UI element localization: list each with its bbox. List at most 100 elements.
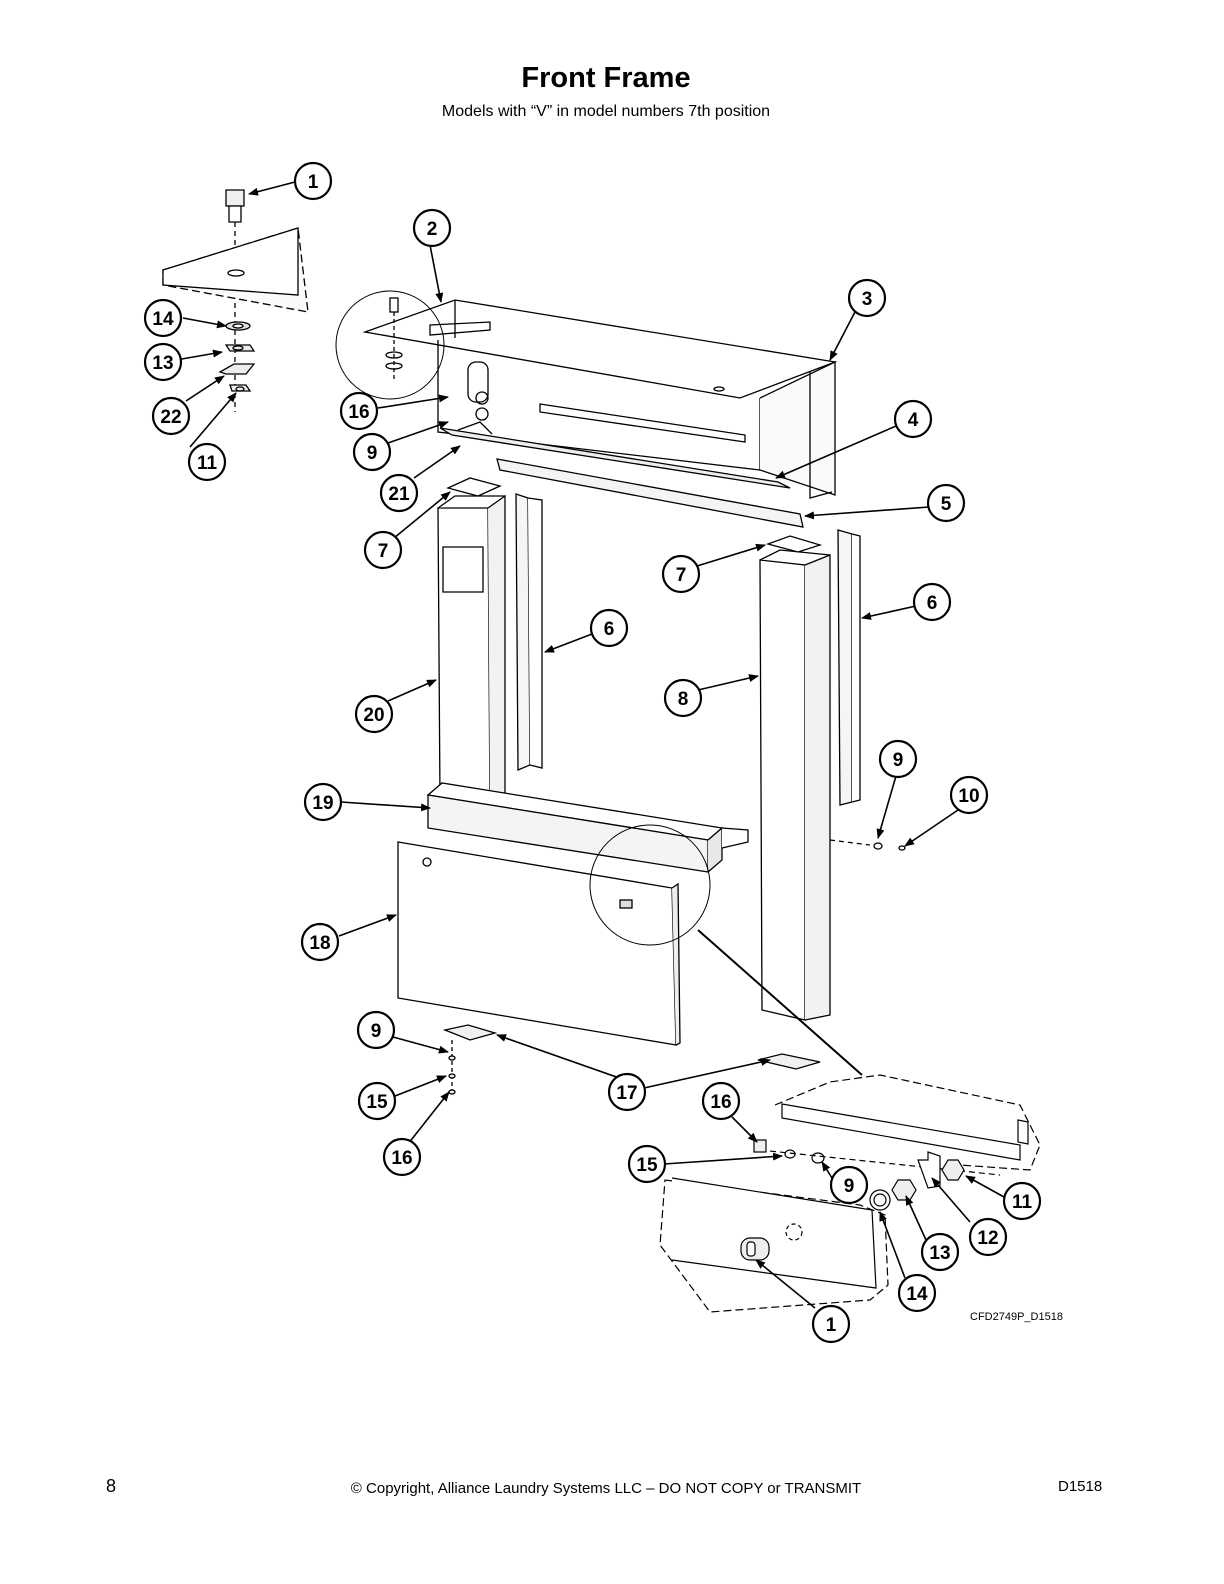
callout-c4: 4 bbox=[893, 399, 933, 439]
callout-number: 15 bbox=[366, 1092, 388, 1113]
callout-number: 21 bbox=[388, 484, 410, 505]
front-rail bbox=[496, 458, 804, 528]
callout-number: 7 bbox=[378, 541, 389, 562]
callout-balloon bbox=[847, 278, 887, 318]
callout-number: 9 bbox=[893, 750, 904, 771]
callout-balloon bbox=[363, 530, 403, 570]
front-panel bbox=[397, 824, 711, 1046]
callout-c18: 18 bbox=[300, 922, 340, 962]
callout-balloon bbox=[968, 1217, 1008, 1257]
callout-number: 1 bbox=[826, 1315, 837, 1336]
callout-balloon bbox=[303, 782, 343, 822]
bottom-brackets bbox=[442, 1024, 821, 1095]
callout-number: 16 bbox=[348, 402, 369, 423]
callout-number: 9 bbox=[844, 1176, 855, 1197]
callout-balloon bbox=[143, 298, 183, 338]
page-subtitle: Models with “V” in model numbers 7th pos… bbox=[441, 103, 771, 120]
callout-c7b: 7 bbox=[661, 554, 701, 594]
callout-balloon bbox=[607, 1072, 647, 1112]
callout-c17: 17 bbox=[607, 1072, 647, 1112]
callout-balloon bbox=[354, 694, 394, 734]
callout-c9d: 9 bbox=[829, 1165, 869, 1205]
callout-number: 6 bbox=[604, 619, 615, 640]
callout-number: 14 bbox=[906, 1284, 928, 1305]
copyright-notice: © Copyright, Alliance Laundry Systems LL… bbox=[350, 1480, 862, 1497]
callout-number: 3 bbox=[862, 289, 873, 310]
callout-c21: 21 bbox=[379, 473, 419, 513]
callout-balloon bbox=[412, 208, 452, 248]
callout-c13a: 13 bbox=[143, 342, 183, 382]
callout-balloon bbox=[926, 483, 966, 523]
callout-balloon bbox=[357, 1081, 397, 1121]
callout-c11b: 11 bbox=[1002, 1181, 1042, 1221]
callout-c14a: 14 bbox=[143, 298, 183, 338]
callout-c12: 12 bbox=[968, 1217, 1008, 1257]
callout-c9b: 9 bbox=[878, 739, 918, 779]
callout-number: 16 bbox=[710, 1092, 731, 1113]
callout-number: 9 bbox=[371, 1021, 382, 1042]
callout-layer: 1234566778999910111112131314141515161616… bbox=[143, 161, 1042, 1344]
callout-c10: 10 bbox=[949, 775, 989, 815]
callout-number: 5 bbox=[941, 494, 952, 515]
callout-c16b: 16 bbox=[701, 1081, 741, 1121]
callout-c13b: 13 bbox=[920, 1232, 960, 1272]
callout-c5: 5 bbox=[926, 483, 966, 523]
callout-balloon bbox=[293, 161, 333, 201]
lock-detail-bottom bbox=[659, 929, 1041, 1313]
left-column bbox=[437, 477, 543, 809]
callout-balloon bbox=[897, 1273, 937, 1313]
callout-number: 12 bbox=[977, 1228, 998, 1249]
callout-balloon bbox=[382, 1137, 422, 1177]
page-number: 8 bbox=[106, 1476, 117, 1496]
callout-number: 19 bbox=[312, 793, 333, 814]
callout-number: 11 bbox=[197, 453, 218, 474]
callout-number: 22 bbox=[160, 407, 181, 428]
callout-balloon bbox=[893, 399, 933, 439]
callout-c14b: 14 bbox=[897, 1273, 937, 1313]
callout-c22: 22 bbox=[151, 396, 191, 436]
callout-c11a: 11 bbox=[187, 442, 227, 482]
callout-number: 2 bbox=[427, 219, 438, 240]
callout-number: 11 bbox=[1012, 1192, 1033, 1213]
callout-c15a: 15 bbox=[357, 1081, 397, 1121]
top-panel-assembly bbox=[335, 290, 838, 499]
lock-detail-top bbox=[162, 189, 309, 412]
callout-number: 18 bbox=[309, 933, 330, 954]
callout-number: 9 bbox=[367, 443, 378, 464]
callout-balloon bbox=[143, 342, 183, 382]
page-title: Front Frame bbox=[521, 62, 691, 94]
callout-balloon bbox=[829, 1165, 869, 1205]
callout-c19: 19 bbox=[303, 782, 343, 822]
callout-balloon bbox=[300, 922, 340, 962]
callout-balloon bbox=[701, 1081, 741, 1121]
callout-balloon bbox=[920, 1232, 960, 1272]
callout-balloon bbox=[339, 391, 379, 431]
callout-balloon bbox=[912, 582, 952, 622]
callout-balloon bbox=[352, 432, 392, 472]
callout-number: 13 bbox=[152, 353, 173, 374]
callout-number: 8 bbox=[678, 689, 689, 710]
callout-balloon bbox=[151, 396, 191, 436]
callout-number: 17 bbox=[616, 1083, 637, 1104]
right-column bbox=[759, 529, 906, 1021]
callout-number: 14 bbox=[152, 309, 174, 330]
callout-number: 10 bbox=[958, 786, 979, 807]
callout-number: 4 bbox=[908, 410, 919, 431]
callout-number: 13 bbox=[929, 1243, 950, 1264]
lower-rail bbox=[426, 782, 749, 873]
callout-c8: 8 bbox=[663, 678, 703, 718]
callout-c16a: 16 bbox=[339, 391, 379, 431]
callout-c6b: 6 bbox=[912, 582, 952, 622]
callout-balloon bbox=[663, 678, 703, 718]
callout-balloon bbox=[1002, 1181, 1042, 1221]
callout-balloon bbox=[187, 442, 227, 482]
callout-number: 6 bbox=[927, 593, 938, 614]
callout-number: 16 bbox=[391, 1148, 412, 1169]
callout-balloon bbox=[589, 608, 629, 648]
callout-c20: 20 bbox=[354, 694, 394, 734]
callout-number: 20 bbox=[363, 705, 384, 726]
callout-c7a: 7 bbox=[363, 530, 403, 570]
callout-c1a: 1 bbox=[293, 161, 333, 201]
callout-c16c: 16 bbox=[382, 1137, 422, 1177]
